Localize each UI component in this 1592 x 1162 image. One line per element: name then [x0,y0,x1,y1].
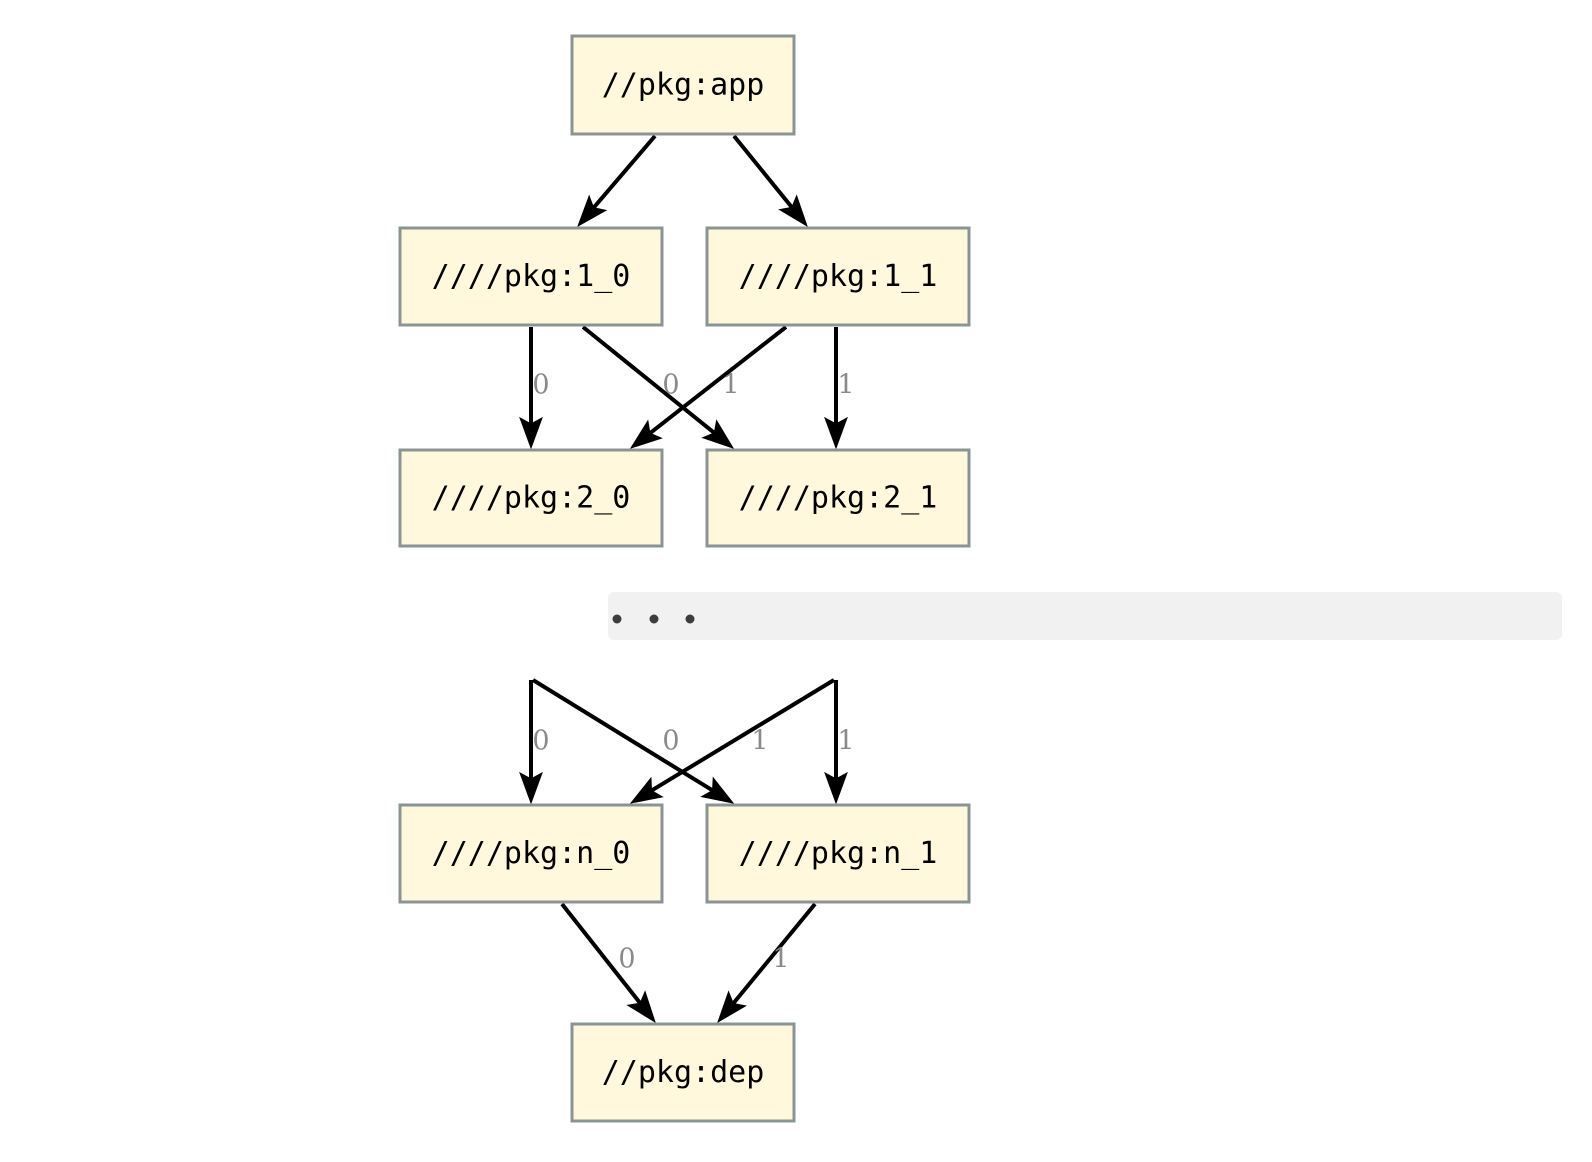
edge-arrowhead [701,419,735,449]
graph-node-app[interactable]: //pkg:app [570,34,796,136]
graph-node-n2_0[interactable]: ////pkg:2_0 [398,448,664,548]
edge-arrowhead [519,416,543,450]
edge-label: 1 [722,370,739,401]
ellipsis-dot [612,614,622,624]
edge-label: 1 [837,370,854,401]
graph-edge [732,134,808,228]
edge-layer: 0 0 1 1 0 0 1 1 0 1 [519,134,855,1024]
node-box[interactable] [398,803,664,904]
node-label: ////pkg:n_0 [432,836,631,871]
node-box[interactable] [570,34,796,136]
edge-arrowhead [629,419,663,449]
edge-arrowhead [519,771,543,805]
node-label: //pkg:app [602,68,765,103]
edge-line [581,325,722,439]
edge-arrowhead [824,771,848,805]
edge-arrowhead [629,776,664,804]
graph-edge: 0 [519,680,550,805]
node-label: //pkg:dep [602,1055,765,1090]
node-label: ////pkg:1_0 [432,259,631,294]
graph-edge: 1 [629,678,836,804]
edge-arrowhead [626,990,656,1024]
edge-label: 0 [662,370,679,401]
edge-arrowhead [778,194,808,228]
ellipsis-band [608,592,1562,640]
ellipsis-dot [649,614,659,624]
edge-label: 1 [837,726,854,757]
graph-node-nn_0[interactable]: ////pkg:n_0 [398,803,664,904]
node-layer: //pkg:app ////pkg:1_0 ////pkg:1_1 ////pkg:2… [398,34,971,1123]
graph-edge: 0 [531,678,735,804]
node-box[interactable] [705,448,971,548]
node-box[interactable] [398,448,664,548]
edge-line [644,678,836,796]
graph-edge [577,134,657,228]
graph-edge: 1 [824,327,855,450]
edge-line [732,134,798,215]
edge-line [531,678,720,796]
node-label: ////pkg:1_1 [739,259,938,294]
edge-arrowhead [717,990,747,1024]
node-label: ////pkg:n_1 [739,836,938,871]
node-box[interactable] [705,803,971,904]
graph-edge: 0 [581,325,735,449]
edge-line [643,325,788,440]
edge-arrowhead [700,776,735,804]
node-box[interactable] [570,1022,796,1123]
graph-node-n2_1[interactable]: ////pkg:2_1 [705,448,971,548]
graph-edge: 0 [519,327,550,450]
ellipsis-separator [608,592,1562,640]
edge-line [587,134,657,215]
edge-label: 1 [772,944,789,975]
graph-edge: 1 [717,902,817,1024]
edge-label: 0 [532,370,549,401]
graph-node-n1_0[interactable]: ////pkg:1_0 [398,226,664,327]
node-box[interactable] [398,226,664,327]
graph-edge: 1 [824,680,855,805]
ellipsis-dot [685,614,695,624]
edge-arrowhead [577,194,608,228]
node-label: ////pkg:2_0 [432,481,631,516]
edge-label: 0 [532,726,549,757]
graph-node-nn_1[interactable]: ////pkg:n_1 [705,803,971,904]
edge-arrowhead [824,416,848,450]
edge-line [560,902,647,1010]
edge-line [727,902,817,1011]
graph-edge: 1 [629,325,788,449]
node-box[interactable] [705,226,971,327]
graph-node-dep[interactable]: //pkg:dep [570,1022,796,1123]
edge-label: 0 [618,944,635,975]
edge-label: 0 [662,726,679,757]
edge-label: 1 [751,726,768,757]
graph-edge: 0 [560,902,656,1024]
node-label: ////pkg:2_1 [739,481,938,516]
graph-node-n1_1[interactable]: ////pkg:1_1 [705,226,971,327]
